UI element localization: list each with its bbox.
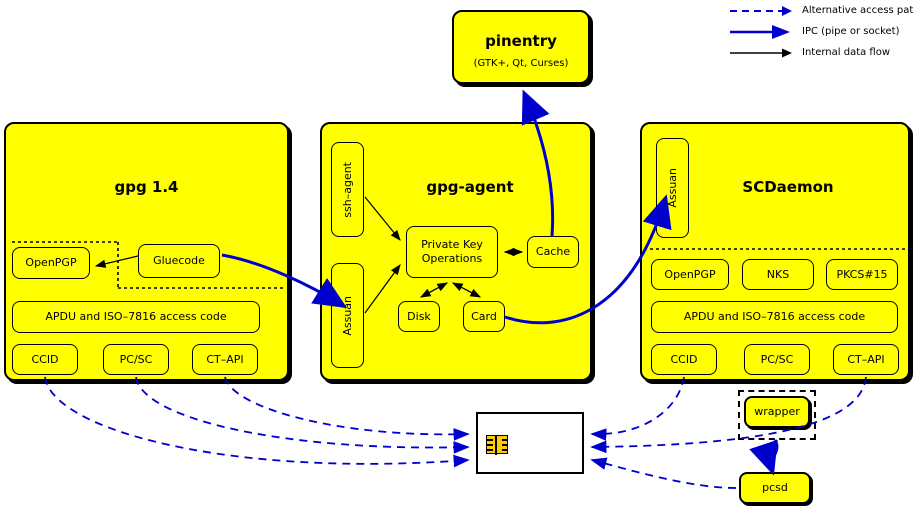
pinentry-subtitle: (GTK+, Qt, Curses)	[473, 58, 569, 69]
gpg-agent-card-node[interactable]: Card	[463, 301, 505, 332]
scdaemon-app-pkcs15[interactable]: PKCS#15	[826, 259, 898, 290]
gpg-agent-cache-label: Cache	[535, 245, 571, 259]
arrow-ssh-agent-to-private-key-ops	[364, 196, 401, 241]
arrow-gluecode-to-openpgp	[94, 255, 139, 268]
ipc-gpg14-to-gpg-agent	[221, 253, 348, 309]
smartcard-chip-icon	[486, 435, 508, 455]
altpath-scdaemon-ccid-to-smartcard	[590, 376, 685, 441]
gpg14-gluecode-label: Gluecode	[153, 254, 205, 268]
pinentry-title: pinentry	[485, 32, 557, 50]
scdaemon-driver-ctapi[interactable]: CT–API	[833, 344, 899, 375]
pinentry-process[interactable]: pinentry (GTK+, Qt, Curses)	[452, 10, 590, 84]
altpath-gpg14-ccid-to-smartcard	[44, 376, 470, 468]
scdaemon-title: SCDaemon	[742, 178, 834, 196]
private-key-ops-line2: Operations	[421, 252, 483, 265]
legend-internal-arrow-icon	[730, 48, 792, 58]
altpath-pcscd-to-smartcard	[590, 457, 737, 489]
legend-item-internal-flow: Internal data flow	[728, 44, 914, 65]
ipc-wrapper-to-pcscd	[749, 439, 779, 476]
gpg14-driver-ccid-label: CCID	[31, 352, 59, 366]
wrapper-label: wrapper	[754, 405, 800, 419]
legend-dashed-arrow-icon	[730, 6, 792, 16]
scdaemon-app-nks[interactable]: NKS	[742, 259, 814, 290]
gpg14-openpgp-label: OpenPGP	[25, 256, 77, 270]
arrow-assuan-to-private-key-ops	[364, 264, 401, 314]
legend: Alternative access paths IPC (pipe or so…	[728, 2, 914, 65]
gpg14-title: gpg 1.4	[114, 178, 179, 196]
gpg-agent-disk-node[interactable]: Disk	[398, 301, 440, 332]
arrow-private-key-ops-to-card	[451, 282, 482, 298]
altpath-scdaemon-ctapi-to-smartcard	[590, 376, 867, 454]
arrow-private-key-ops-to-disk	[419, 282, 449, 298]
gpg14-gluecode-node[interactable]: Gluecode	[138, 244, 220, 278]
scdaemon-driver-ctapi-label: CT–API	[847, 352, 885, 366]
altpath-gpg14-ctapi-to-smartcard	[224, 376, 470, 441]
gpg14-apdu-node[interactable]: APDU and ISO–7816 access code	[12, 301, 260, 333]
pcscd-label: pcsd	[762, 481, 788, 495]
legend-label-internal-flow: Internal data flow	[802, 47, 891, 58]
gpg14-driver-pcsc[interactable]: PC/SC	[103, 344, 169, 375]
legend-ipc-arrow-icon	[730, 25, 790, 39]
private-key-ops-line1: Private Key	[421, 238, 483, 252]
gpg-agent-title: gpg-agent	[426, 178, 514, 196]
gpg-agent-private-key-ops-node[interactable]: Private Key Operations	[406, 226, 498, 278]
legend-item-alternative-access: Alternative access paths	[728, 2, 914, 23]
scdaemon-app-openpgp[interactable]: OpenPGP	[651, 259, 729, 290]
ipc-gpg-agent-to-pinentry	[521, 89, 555, 237]
gpg14-driver-ctapi-label: CT–API	[206, 352, 244, 366]
altpath-gpg14-pcsc-to-smartcard	[135, 376, 470, 454]
wrapper-node[interactable]: wrapper	[744, 396, 810, 428]
gpg14-apdu-label: APDU and ISO–7816 access code	[45, 310, 227, 324]
scdaemon-app-openpgp-label: OpenPGP	[664, 267, 716, 281]
gpg14-driver-ctapi[interactable]: CT–API	[192, 344, 258, 375]
legend-item-ipc: IPC (pipe or socket)	[728, 23, 914, 44]
legend-label-alternative-access: Alternative access paths	[802, 5, 914, 16]
scdaemon-dotted-separator	[644, 248, 906, 250]
gpg14-driver-pcsc-label: PC/SC	[119, 352, 153, 366]
scdaemon-driver-ccid-label: CCID	[670, 352, 698, 366]
scdaemon-driver-ccid[interactable]: CCID	[651, 344, 717, 375]
scdaemon-app-pkcs15-label: PKCS#15	[836, 267, 888, 281]
scdaemon-driver-pcsc-label: PC/SC	[760, 352, 794, 366]
gpg-agent-disk-label: Disk	[407, 309, 431, 323]
gpg14-openpgp-node[interactable]: OpenPGP	[12, 247, 90, 279]
gpg14-driver-ccid[interactable]: CCID	[12, 344, 78, 375]
pcscd-node[interactable]: pcsd	[739, 472, 811, 504]
gpg-agent-cache-node[interactable]: Cache	[527, 236, 579, 268]
ipc-gpg-agent-to-scdaemon	[504, 194, 672, 325]
wrapper-container	[738, 390, 816, 440]
scdaemon-apdu-label: APDU and ISO–7816 access code	[683, 310, 866, 324]
scdaemon-driver-pcsc[interactable]: PC/SC	[744, 344, 810, 375]
gpg-agent-card-label: Card	[471, 309, 497, 323]
legend-label-ipc: IPC (pipe or socket)	[802, 26, 900, 37]
gpg-agent-ssh-agent-node[interactable]: ssh–agent	[331, 142, 364, 237]
scdaemon-apdu-node[interactable]: APDU and ISO–7816 access code	[651, 301, 898, 333]
scdaemon-app-nks-label: NKS	[766, 267, 790, 281]
